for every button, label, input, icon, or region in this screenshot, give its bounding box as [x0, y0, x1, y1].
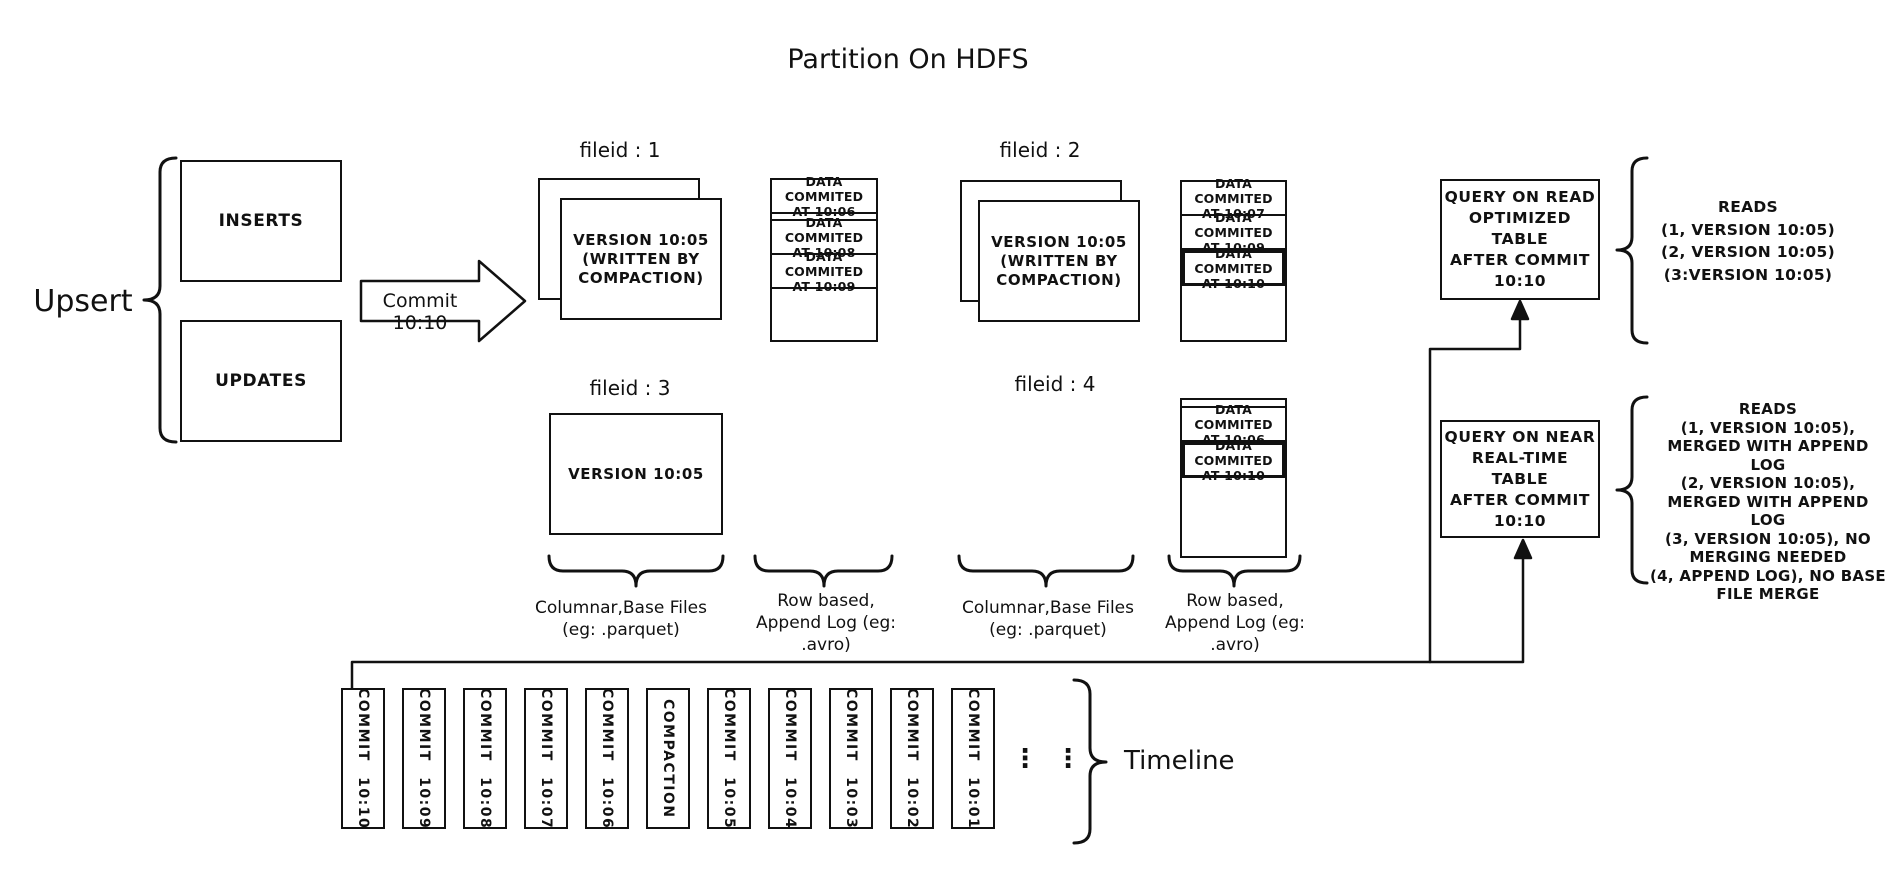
timeline-row: COMMIT 10:10 COMMIT 10:09 COMMIT 10:08 C…: [341, 688, 995, 829]
upsert-brace: [142, 156, 178, 444]
timeline-compaction-box: COMPACTION: [646, 688, 690, 829]
timeline-commit-box: COMMIT 10:04: [768, 688, 812, 829]
commit-arrow-label: Commit 10:10: [382, 290, 458, 334]
log-cell: DATA COMMITED AT 10:06: [772, 174, 876, 219]
fileid-2-label: fileid : 2: [999, 138, 1081, 162]
append-log-2-brace: [1167, 554, 1302, 588]
log-gap: [1182, 400, 1285, 408]
base-files-1-brace: [547, 554, 725, 588]
fileid-2-base-text: VERSION 10:05 (WRITTEN BY COMPACTION): [991, 232, 1127, 289]
log-cell-latest: DATA COMMITED AT 10:10: [1182, 438, 1285, 483]
base-files-2-brace: [957, 554, 1135, 588]
timeline-commit-box: COMMIT 10:01: [951, 688, 995, 829]
timeline-commit-box: COMMIT 10:08: [463, 688, 507, 829]
near-real-time-arrowhead: [1513, 538, 1533, 560]
timeline-to-near-real-time-line: [350, 554, 1525, 690]
fileid-1-base-file: VERSION 10:05 (WRITTEN BY COMPACTION): [560, 198, 722, 320]
fileid-3-base-text: VERSION 10:05: [568, 465, 704, 483]
base-files-1-label: Columnar,Base Files (eg: .parquet): [534, 598, 708, 640]
inserts-label: INSERTS: [218, 211, 304, 231]
timeline-label: Timeline: [1124, 746, 1235, 776]
append-log-1-label: Row based, Append Log (eg: .avro): [755, 591, 897, 655]
fileid-3-label: fileid : 3: [589, 376, 671, 400]
timeline-ellipsis: ⋮: [1055, 744, 1081, 774]
log-cell: DATA COMMITED AT 10:09: [772, 249, 876, 294]
timeline-commit-box: COMMIT 10:07: [524, 688, 568, 829]
fileid-1-label: fileid : 1: [579, 138, 661, 162]
fileid-4-log-file: DATA COMMITED AT 10:06 DATA COMMITED AT …: [1180, 398, 1287, 558]
timeline-brace: [1072, 678, 1108, 845]
timeline-commit-box: COMMIT 10:10: [341, 688, 385, 829]
base-files-2-label: Columnar,Base Files (eg: .parquet): [961, 598, 1135, 640]
inserts-box: INSERTS: [180, 160, 342, 282]
query-near-real-time-text: QUERY ON NEAR REAL-TIME TABLE AFTER COMM…: [1444, 427, 1596, 530]
timeline-commit-box: COMMIT 10:09: [402, 688, 446, 829]
page-title: Partition On HDFS: [787, 44, 1029, 75]
updates-box: UPDATES: [180, 320, 342, 442]
timeline-commit-box: COMMIT 10:05: [707, 688, 751, 829]
fileid-2-base-file: VERSION 10:05 (WRITTEN BY COMPACTION): [978, 200, 1140, 322]
updates-label: UPDATES: [215, 371, 307, 391]
fileid-4-label: fileid : 4: [1014, 372, 1096, 396]
near-real-time-brace: [1615, 395, 1649, 585]
query-near-real-time-box: QUERY ON NEAR REAL-TIME TABLE AFTER COMM…: [1440, 420, 1600, 538]
read-optimized-brace: [1615, 156, 1649, 345]
read-optimized-reads: READS (1, VERSION 10:05) (2, VERSION 10:…: [1661, 198, 1835, 284]
query-read-optimized-text: QUERY ON READ OPTIMIZED TABLE AFTER COMM…: [1444, 188, 1596, 290]
query-read-optimized-box: QUERY ON READ OPTIMIZED TABLE AFTER COMM…: [1440, 179, 1600, 300]
timeline-commit-box: COMMIT 10:02: [890, 688, 934, 829]
timeline-commit-box: COMMIT 10:06: [585, 688, 629, 829]
upsert-label: Upsert: [33, 284, 133, 319]
fileid-1-log-file: DATA COMMITED AT 10:06 DATA COMMITED AT …: [770, 174, 878, 342]
append-log-1-brace: [753, 554, 894, 588]
near-real-time-reads: READS (1, VERSION 10:05), MERGED WITH AP…: [1650, 400, 1886, 603]
fileid-1-base-text: VERSION 10:05 (WRITTEN BY COMPACTION): [573, 230, 709, 287]
read-optimized-arrowhead: [1510, 299, 1530, 321]
timeline-commit-box: COMMIT 10:03: [829, 688, 873, 829]
log-gap: [772, 214, 876, 221]
fileid-2-log-file: DATA COMMITED AT 10:07 DATA COMMITED AT …: [1180, 176, 1287, 342]
append-log-2-label: Row based, Append Log (eg: .avro): [1164, 591, 1306, 655]
log-cell-latest: DATA COMMITED AT 10:10: [1182, 246, 1285, 291]
timeline-to-read-optimized-line: [1428, 315, 1522, 664]
fileid-3-base-file: VERSION 10:05: [549, 413, 723, 535]
timeline-ellipsis: ⋮: [1012, 744, 1038, 774]
commit-arrow-shape: [359, 259, 527, 343]
